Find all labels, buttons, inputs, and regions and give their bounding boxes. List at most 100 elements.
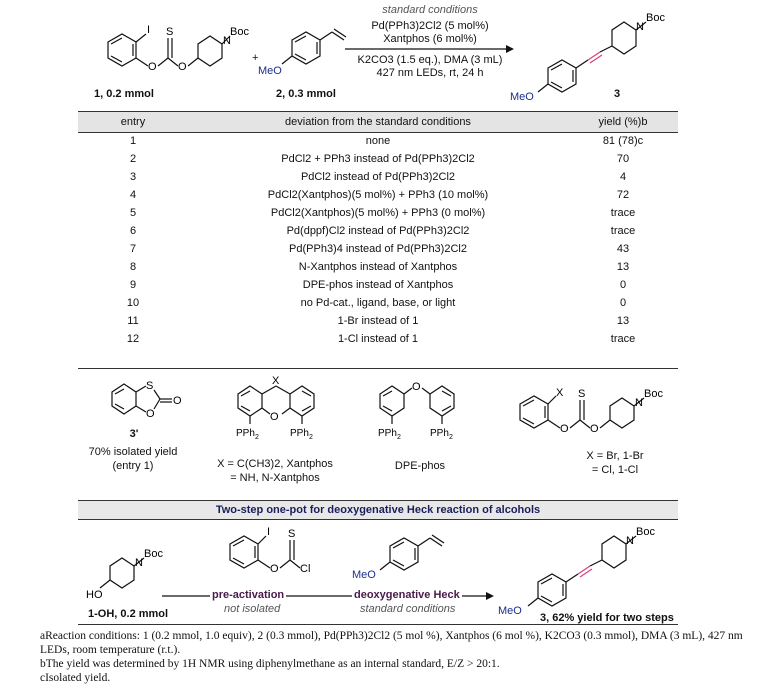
standard-conditions-title: standard conditions bbox=[382, 4, 478, 16]
header-entry: entry bbox=[120, 116, 146, 128]
two-step-scheme: N Boc HO I O S Cl MeO N Boc MeO bbox=[86, 526, 655, 617]
svg-text:Boc: Boc bbox=[636, 526, 655, 538]
svg-text:S: S bbox=[578, 388, 585, 400]
reactant-2-label: 2, 0.3 mmol bbox=[276, 88, 336, 100]
svg-text:Boc: Boc bbox=[644, 388, 663, 400]
header-deviation: deviation from the standard conditions bbox=[285, 116, 471, 128]
step2-sub: standard conditions bbox=[360, 603, 456, 615]
condition-base: K2CO3 (1.5 eq.), DMA (3 mL) bbox=[357, 54, 503, 66]
reactant-1-label: 1, 0.2 mmol bbox=[94, 88, 154, 100]
step1-sub: not isolated bbox=[224, 603, 281, 615]
cell-yield: trace bbox=[610, 333, 636, 345]
scheme-reactant-2: MeO bbox=[258, 28, 347, 77]
svg-text:X: X bbox=[556, 387, 564, 399]
structure-1-caption-line2: (entry 1) bbox=[112, 460, 154, 472]
cell-deviation: PdCl2 + PPh3 instead of Pd(PPh3)2Cl2 bbox=[281, 153, 475, 165]
cell-yield: 13 bbox=[616, 261, 630, 273]
table-row: 5 PdCl2(Xantphos)(5 mol%) + PPh3 (0 mol%)… bbox=[78, 204, 678, 222]
cell-deviation: Pd(PPh3)4 instead of Pd(PPh3)2Cl2 bbox=[289, 243, 467, 255]
cell-deviation: 1-Cl instead of 1 bbox=[337, 333, 419, 345]
svg-text:O: O bbox=[148, 61, 157, 73]
svg-text:X: X bbox=[272, 375, 280, 387]
cell-yield: 72 bbox=[616, 189, 630, 201]
cell-entry: 3 bbox=[129, 171, 137, 183]
svg-text:S: S bbox=[288, 528, 295, 540]
header-yield: yield (%)b bbox=[598, 116, 648, 128]
product-label: 3 bbox=[614, 88, 621, 100]
condition-catalyst: Pd(PPh3)2Cl2 (5 mol%) bbox=[371, 20, 489, 32]
svg-text:S: S bbox=[146, 380, 153, 392]
svg-text:O: O bbox=[560, 423, 569, 435]
svg-text:Boc: Boc bbox=[646, 12, 665, 24]
cell-entry: 10 bbox=[126, 297, 140, 309]
cell-entry: 7 bbox=[129, 243, 137, 255]
step2-label: deoxygenative Heck bbox=[352, 589, 462, 601]
svg-text:I: I bbox=[267, 526, 270, 538]
svg-text:PPh: PPh bbox=[430, 428, 449, 439]
svg-text:MeO: MeO bbox=[258, 65, 282, 77]
cell-entry: 4 bbox=[129, 189, 137, 201]
two-step-product-label: 3, 62% yield for two steps bbox=[540, 612, 674, 624]
structure-2-caption-line1: X = C(CH3)2, Xantphos bbox=[217, 458, 333, 470]
svg-text:2: 2 bbox=[449, 434, 453, 441]
scheme-product: MeO N Boc bbox=[510, 12, 665, 103]
svg-text:N: N bbox=[135, 557, 143, 569]
svg-text:N: N bbox=[636, 21, 644, 33]
two-step-banner: Two-step one-pot for deoxygenative Heck … bbox=[78, 500, 678, 520]
cell-yield: 0 bbox=[619, 297, 627, 309]
svg-text:O: O bbox=[270, 411, 279, 423]
plus-sign: + bbox=[252, 52, 259, 64]
cell-deviation: PdCl2(Xantphos)(5 mol%) + PPh3 (0 mol%) bbox=[270, 207, 486, 219]
cell-entry: 8 bbox=[129, 261, 137, 273]
step1-label: pre-activation bbox=[210, 589, 287, 601]
svg-text:O: O bbox=[178, 61, 187, 73]
svg-text:S: S bbox=[166, 26, 173, 38]
structure-4-caption-line1: X = Br, 1-Br bbox=[586, 450, 644, 462]
table-row: 8 N-Xantphos instead of Xantphos 13 bbox=[78, 258, 678, 276]
svg-text:O: O bbox=[270, 563, 279, 575]
svg-text:2: 2 bbox=[309, 434, 313, 441]
cell-deviation: PdCl2(Xantphos)(5 mol%) + PPh3 (10 mol%) bbox=[267, 189, 489, 201]
cell-deviation: Pd(dppf)Cl2 instead of Pd(PPh3)2Cl2 bbox=[286, 225, 470, 237]
start-label: 1-OH, 0.2 mmol bbox=[88, 608, 169, 620]
cell-entry: 11 bbox=[127, 315, 139, 327]
cell-yield: 43 bbox=[616, 243, 630, 255]
cell-yield: 13 bbox=[616, 315, 630, 327]
cell-entry: 5 bbox=[129, 207, 137, 219]
structure-1-label: 3' bbox=[129, 428, 139, 440]
cell-yield: trace bbox=[610, 225, 636, 237]
cell-deviation: 1-Br instead of 1 bbox=[337, 315, 419, 327]
cell-deviation: DPE-phos instead of Xantphos bbox=[302, 279, 454, 291]
svg-text:N: N bbox=[635, 397, 643, 409]
svg-text:N: N bbox=[626, 535, 634, 547]
structure-aryl-thiocarbonate: X O S O N Boc bbox=[519, 387, 663, 435]
structure-2-caption-line2: = NH, N-Xantphos bbox=[230, 472, 320, 484]
condition-light: 427 nm LEDs, rt, 24 h bbox=[376, 67, 484, 79]
svg-text:Boc: Boc bbox=[144, 548, 163, 560]
atom-iodine: I bbox=[147, 24, 150, 36]
table-row: 12 1-Cl instead of 1 trace bbox=[78, 330, 678, 348]
structure-4-caption-line2: = Cl, 1-Cl bbox=[591, 464, 639, 476]
cell-deviation: N-Xantphos instead of Xantphos bbox=[298, 261, 458, 273]
structure-benzoxathiolone: S O O bbox=[111, 380, 182, 420]
cell-yield: 0 bbox=[619, 279, 627, 291]
footnote-a: aReaction conditions: 1 (0.2 mmol, 1.0 e… bbox=[40, 630, 743, 656]
cell-entry: 12 bbox=[126, 333, 140, 345]
svg-text:MeO: MeO bbox=[352, 569, 376, 581]
svg-text:Cl: Cl bbox=[300, 563, 310, 575]
cell-yield: trace bbox=[610, 207, 636, 219]
condition-ligand: Xantphos (6 mol%) bbox=[383, 33, 477, 45]
cell-entry: 9 bbox=[129, 279, 137, 291]
cell-entry: 2 bbox=[129, 153, 137, 165]
svg-text:O: O bbox=[173, 395, 182, 407]
cell-deviation: none bbox=[365, 135, 391, 147]
svg-text:PPh: PPh bbox=[290, 428, 309, 439]
svg-text:PPh: PPh bbox=[378, 428, 397, 439]
reaction-arrow bbox=[345, 45, 514, 53]
cell-entry: 1 bbox=[129, 135, 137, 147]
